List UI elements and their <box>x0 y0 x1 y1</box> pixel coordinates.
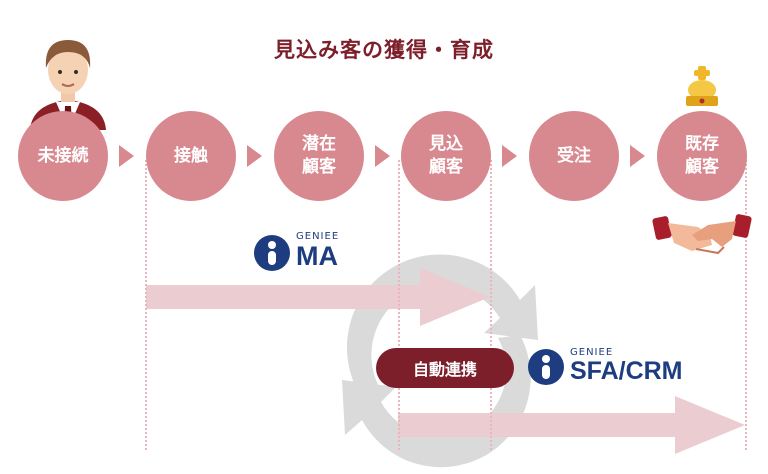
chevron-right-icon <box>119 145 134 167</box>
ma-brand-name: MA <box>296 241 338 271</box>
sfa-brand-small: GENIEE <box>570 347 614 358</box>
stage-unconnected: 未接続 <box>18 111 108 201</box>
stage-contact: 接触 <box>146 111 236 201</box>
stage-potential-customer: 潜在顧客 <box>274 111 364 201</box>
sfa-flow-arrow <box>398 396 745 454</box>
stage-order: 受注 <box>529 111 619 201</box>
sfa-brand: GENIEE SFA/CRM <box>528 347 683 385</box>
ma-flow-arrow <box>146 268 490 326</box>
geniee-logo-icon <box>528 349 564 385</box>
integration-badge: 自動連携 <box>376 348 514 388</box>
guide-line-existing <box>745 160 747 450</box>
guide-line-prospect-left <box>398 160 400 450</box>
stage-existing-customer: 既存顧客 <box>657 111 747 201</box>
chevron-right-icon <box>630 145 645 167</box>
guide-line-prospect-right <box>490 160 492 450</box>
sfa-brand-name: SFA/CRM <box>570 357 683 385</box>
handshake-icon <box>652 214 752 255</box>
stage-prospect: 見込顧客 <box>401 111 491 201</box>
guide-line-contact <box>145 160 147 450</box>
ma-brand: GENIEE MA <box>254 231 339 271</box>
crown-icon <box>686 66 718 106</box>
ma-brand-small: GENIEE <box>296 231 340 242</box>
geniee-logo-icon <box>254 235 290 271</box>
chevron-right-icon <box>502 145 517 167</box>
chevron-right-icon <box>375 145 390 167</box>
diagram-title: 見込み客の獲得・育成 <box>274 38 494 62</box>
chevron-right-icon <box>247 145 262 167</box>
